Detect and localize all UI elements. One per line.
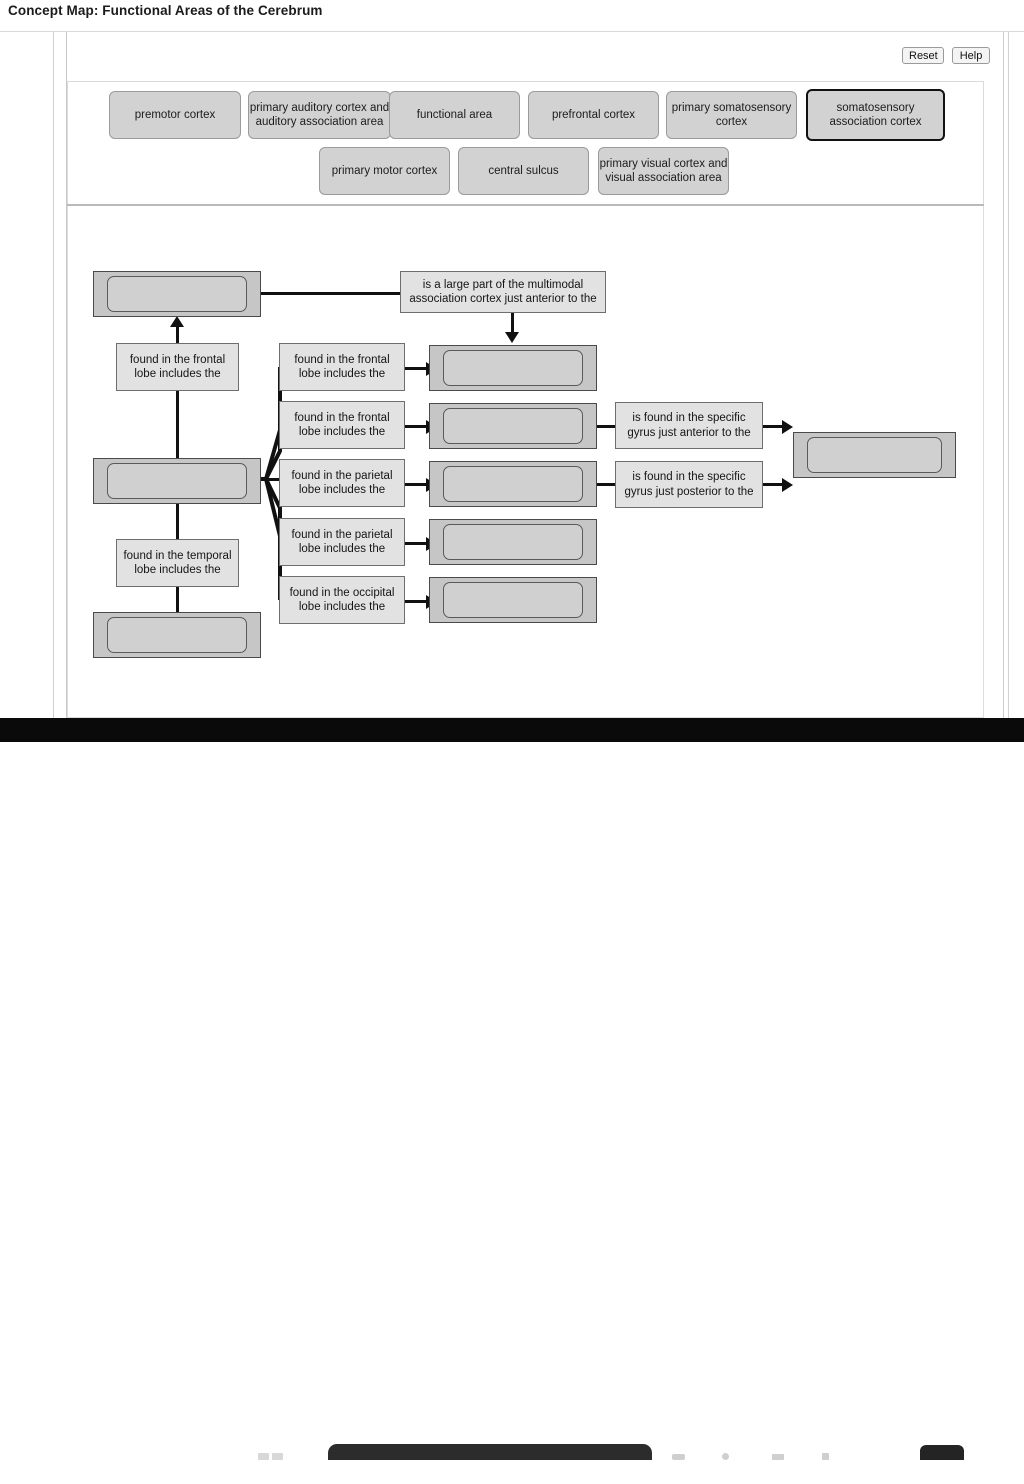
dropzone-mid-5[interactable] (429, 577, 597, 623)
term-bank-divider (67, 204, 984, 206)
phrase-parietal-lobe-2: found in the parietal lobe includes the (279, 518, 405, 566)
canvas-right-border (1003, 32, 1004, 718)
dropzone-right[interactable] (793, 432, 956, 478)
connector-centerleft-to-frontalleft (176, 390, 179, 471)
arrowhead-frontalleft-up (170, 316, 184, 327)
phrase-gyrus-posterior: is found in the specific gyrus just post… (615, 461, 763, 508)
phrase-occipital-lobe-1: found in the occipital lobe includes the (279, 576, 405, 624)
dropzone-mid-5-slot[interactable] (443, 582, 583, 618)
taskbar-app-icon-6[interactable] (822, 1453, 829, 1460)
taskbar-app-icon-4[interactable] (722, 1453, 729, 1460)
term-tile-primary-auditory-cortex[interactable]: primary auditory cortex and auditory ass… (248, 91, 391, 139)
connector-parietal2-arrow (404, 542, 428, 545)
concept-map-canvas: is a large part of the multimodal associ… (67, 206, 984, 718)
taskbar-app-icon-2[interactable] (272, 1453, 283, 1460)
taskbar-app-icon-5[interactable] (772, 1454, 784, 1460)
term-tile-primary-somatosensory-cortex[interactable]: primary somatosensory cortex (666, 91, 797, 139)
dropzone-mid-2-slot[interactable] (443, 408, 583, 444)
connector-mid3-to-gyrus-posterior (597, 483, 617, 486)
dropzone-mid-4[interactable] (429, 519, 597, 565)
reset-button[interactable]: Reset (902, 47, 944, 64)
connector-gyrus-anterior-out (763, 425, 785, 428)
dropzone-right-slot[interactable] (807, 437, 942, 473)
taskbar-volume-tile[interactable] (920, 1445, 964, 1460)
dropzone-center-left[interactable] (93, 458, 261, 504)
phrase-gyrus-anterior: is found in the specific gyrus just ante… (615, 402, 763, 449)
dropzone-center-left-slot[interactable] (107, 463, 247, 499)
dropzone-top-left[interactable] (93, 271, 261, 317)
term-tile-premotor-cortex[interactable]: premotor cortex (109, 91, 241, 139)
connector-centerleft-row3 (246, 478, 284, 481)
page-title: Concept Map: Functional Areas of the Cer… (8, 3, 323, 18)
dropzone-mid-2[interactable] (429, 403, 597, 449)
dropzone-bottom-left[interactable] (93, 612, 261, 658)
term-tile-somatosensory-association-cortex[interactable]: somatosensory association cortex (806, 89, 945, 141)
term-bank-panel: premotor cortex primary auditory cortex … (67, 81, 984, 205)
dropzone-mid-3[interactable] (429, 461, 597, 507)
phrase-temporal-lobe-left: found in the temporal lobe includes the (116, 539, 239, 587)
title-divider (0, 31, 1024, 32)
taskbar-search-pill[interactable] (328, 1444, 652, 1460)
taskbar-app-icon-3[interactable] (672, 1454, 685, 1460)
connector-mid2-to-gyrus-anterior (597, 425, 617, 428)
connector-topleft-to-multimodal (260, 292, 401, 295)
dropzone-top-left-slot[interactable] (107, 276, 247, 312)
help-button[interactable]: Help (952, 47, 990, 64)
arrowhead-gyrus-anterior (782, 420, 793, 434)
dropzone-bottom-left-slot[interactable] (107, 617, 247, 653)
arrowhead-multimodal-down (505, 332, 519, 343)
dropzone-mid-1-slot[interactable] (443, 350, 583, 386)
term-tile-prefrontal-cortex[interactable]: prefrontal cortex (528, 91, 659, 139)
phrase-multimodal-association: is a large part of the multimodal associ… (400, 271, 606, 313)
connector-frontal1-arrow (404, 367, 428, 370)
connector-multimodal-down (511, 312, 514, 334)
connector-frontal2-arrow (404, 425, 428, 428)
phrase-frontal-lobe-2: found in the frontal lobe includes the (279, 401, 405, 449)
term-tile-primary-visual-cortex[interactable]: primary visual cortex and visual associa… (598, 147, 729, 195)
left-gutter-divider (53, 32, 54, 718)
canvas-left-border (66, 32, 67, 718)
dropzone-mid-1[interactable] (429, 345, 597, 391)
phrase-frontal-lobe-1: found in the frontal lobe includes the (279, 343, 405, 391)
connector-gyrus-posterior-out (763, 483, 785, 486)
term-tile-primary-motor-cortex[interactable]: primary motor cortex (319, 147, 450, 195)
os-taskbar (0, 718, 1024, 1460)
dropzone-mid-3-slot[interactable] (443, 466, 583, 502)
dropzone-mid-4-slot[interactable] (443, 524, 583, 560)
phrase-parietal-lobe-1: found in the parietal lobe includes the (279, 459, 405, 507)
connector-centerleft-to-temporal (176, 488, 179, 553)
arrowhead-gyrus-posterior (782, 478, 793, 492)
connector-temporal-to-bottomleft (176, 587, 179, 618)
term-tile-functional-area[interactable]: functional area (389, 91, 520, 139)
vertical-scrollbar-track[interactable] (1008, 32, 1024, 718)
connector-parietal1-arrow (404, 483, 428, 486)
taskbar-app-icon-1[interactable] (258, 1453, 269, 1460)
term-tile-central-sulcus[interactable]: central sulcus (458, 147, 589, 195)
connector-occipital1-arrow (404, 600, 428, 603)
phrase-frontal-lobe-left: found in the frontal lobe includes the (116, 343, 239, 391)
